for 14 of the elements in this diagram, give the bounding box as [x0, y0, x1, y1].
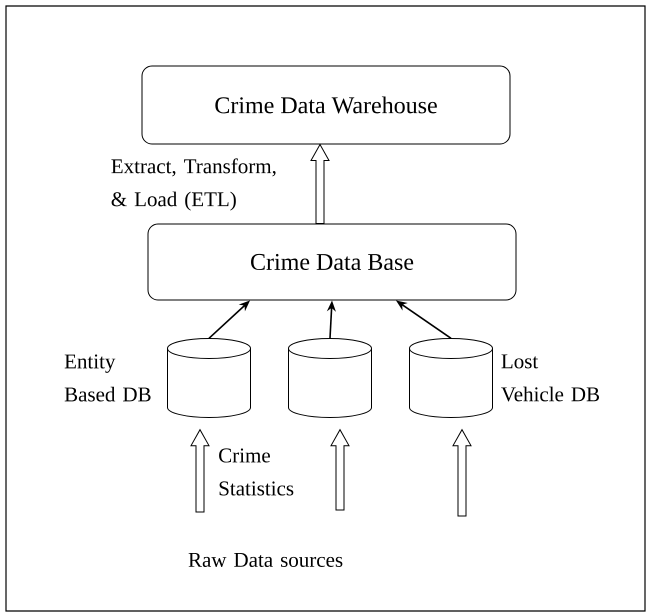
text-label: Crime Statistics — [219, 448, 294, 496]
hollow-arrow — [310, 143, 330, 224]
hollow-arrow — [330, 428, 350, 510]
database-cylinder — [409, 338, 493, 418]
database-cylinder — [167, 338, 251, 418]
edge-label: Extract, Transform, & Load (ETL) — [110, 157, 290, 212]
process-box: Crime Data Base — [148, 224, 516, 300]
side-label: Lost Vehicle DB — [501, 354, 600, 402]
process-box: Crime Data Warehouse — [142, 66, 510, 144]
text-label: Raw Data sources — [188, 553, 342, 567]
hollow-arrow — [190, 428, 210, 512]
hollow-arrow — [452, 428, 472, 516]
side-label: Entity Based DB — [64, 354, 151, 402]
database-cylinder — [288, 338, 372, 418]
